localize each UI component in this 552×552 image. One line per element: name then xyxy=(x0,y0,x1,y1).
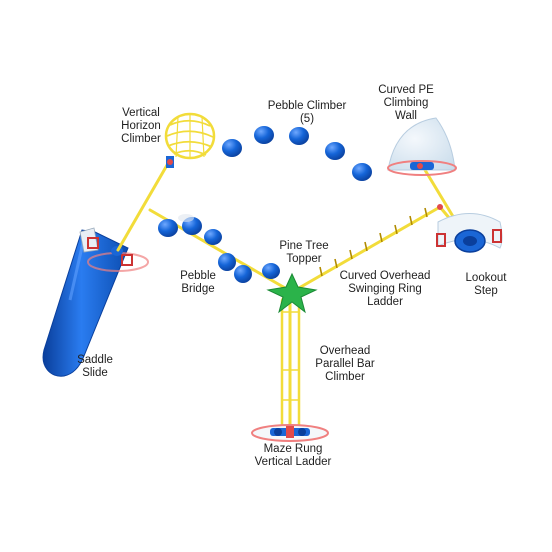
pebble-bridge xyxy=(158,214,280,283)
label-maze-rung-vertical-ladder: Maze Rung Vertical Ladder xyxy=(254,443,332,468)
curved-overhead-swinging-ring-ladder xyxy=(319,204,443,277)
vertical-horizon-climber xyxy=(164,112,216,168)
label-curved-overhead-swinging-ring-ladder: Curved Overhead Swinging Ring Ladder xyxy=(339,270,431,308)
label-lookout-step: Lookout Step xyxy=(465,272,507,297)
label-curved-pe-climbing-wall: Curved PE Climbing Wall xyxy=(378,84,434,122)
label-pine-tree-topper: Pine Tree Topper xyxy=(279,240,329,265)
label-pebble-climber: Pebble Climber (5) xyxy=(267,100,347,125)
maze-rung-vertical-ladder xyxy=(251,424,329,442)
label-vertical-horizon-climber: Vertical Horizon Climber xyxy=(121,107,161,145)
pine-tree-topper xyxy=(266,272,318,314)
lookout-step xyxy=(436,213,503,253)
label-overhead-parallel-bar-climber: Overhead Parallel Bar Climber xyxy=(315,345,375,383)
label-saddle-slide: Saddle Slide xyxy=(77,354,113,379)
label-pebble-bridge: Pebble Bridge xyxy=(180,270,216,295)
curved-pe-climbing-wall xyxy=(387,117,457,176)
pebble-climber xyxy=(222,126,372,181)
saddle-slide xyxy=(42,227,149,377)
